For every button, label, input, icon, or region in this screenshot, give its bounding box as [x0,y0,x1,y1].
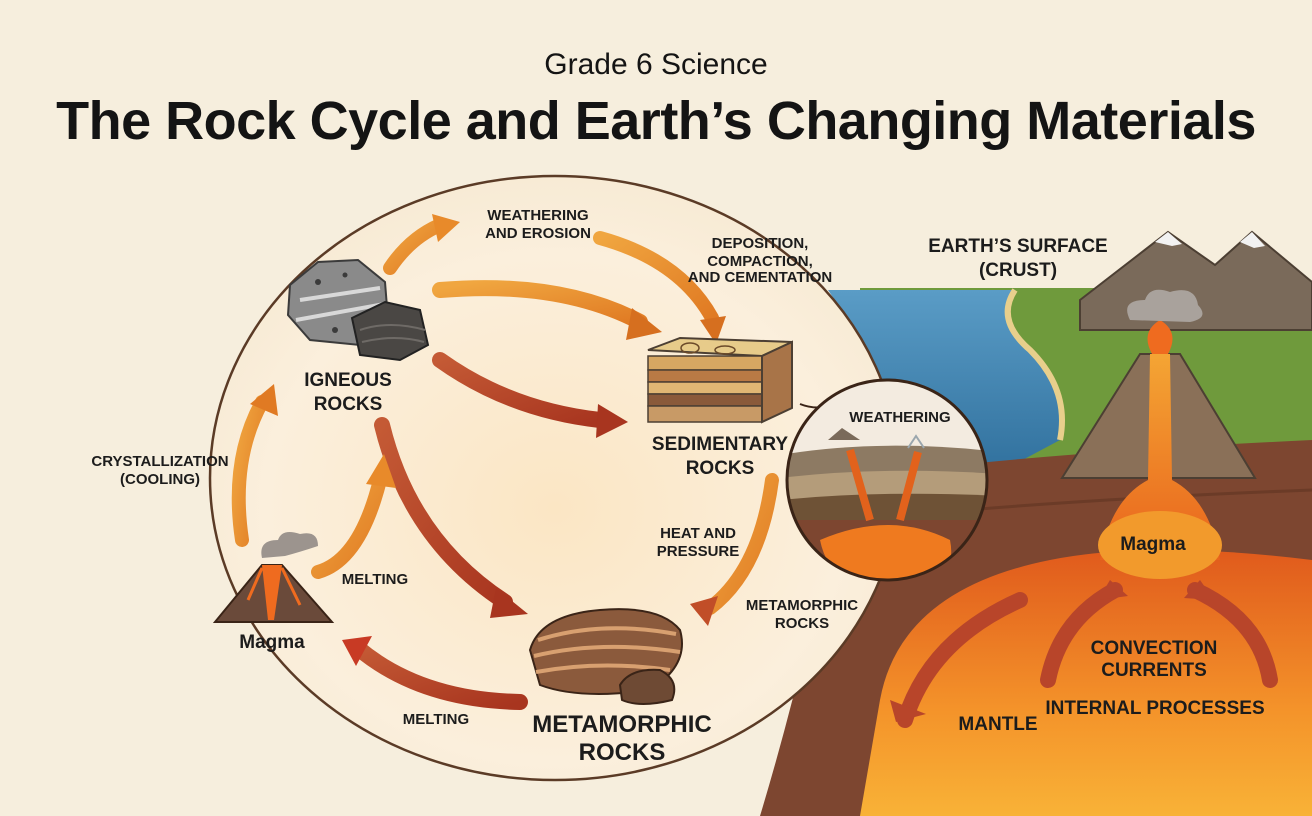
inset-circle [785,378,989,582]
crystallization-label-1: CRYSTALLIZATION [91,453,228,470]
cross-section-magma-label: Magma [1120,534,1186,555]
convection-label-2: CURRENTS [1101,660,1207,681]
convection-arrow-left [897,592,1028,728]
arrow-metamorphic-to-magma [350,640,528,710]
arrow-igneous-to-weathering [383,218,447,275]
inset-weathering-label: WEATHERING [849,409,950,426]
melting-lower-label: MELTING [403,711,469,728]
rock-cycle [208,174,902,782]
subtitle: Grade 6 Science [544,48,768,81]
metamorphic-label-2: ROCKS [579,739,666,766]
weathering-erosion-label-1: WEATHERING [487,207,588,224]
magma-conduit [1100,354,1220,560]
crystallization-label-2: (COOLING) [120,471,200,488]
sedimentary-label-2: ROCKS [686,458,755,479]
heat-pressure-label-2: PRESSURE [657,543,740,560]
arrow-melting-up [311,473,387,579]
mantle [860,550,1312,816]
labels: IGNEOUS ROCKS SEDIMENTARY ROCKS METAMORP… [91,207,1264,766]
melting-upper-label: MELTING [342,571,408,588]
page-title: The Rock Cycle and Earth’s Changing Mate… [56,91,1256,151]
arrow-deposition [593,231,719,325]
beach [1004,288,1065,441]
earth-surface-label-1: EARTH’S SURFACE [928,236,1107,257]
convection-label-1: CONVECTION [1091,638,1218,659]
weathering-erosion-label-2: AND EROSION [485,225,591,242]
arrow-igneous-to-sedimentary-lower [432,352,608,428]
arrow-heat-pressure [703,473,779,615]
snow-caps [1155,232,1265,248]
magma-label: Magma [239,632,305,653]
igneous-label-2: ROCKS [314,394,383,415]
ocean [828,290,1062,480]
ash-cloud [1127,289,1203,322]
inset-metamorphic-label-1: METAMORPHIC [746,597,858,614]
arrow-igneous-to-sedimentary [432,280,648,330]
deposition-label-3: AND CEMENTATION [688,269,832,286]
sedimentary-label-1: SEDIMENTARY [652,434,789,455]
igneous-rock-image [286,258,430,362]
small-volcano-image [212,532,335,623]
earth-surface-label-2: (CRUST) [979,260,1057,281]
metamorphic-label-1: METAMORPHIC [532,711,712,738]
internal-processes-label: INTERNAL PROCESSES [1045,698,1264,719]
arrow-igneous-to-metamorphic [374,417,513,610]
sedimentary-rock-image [647,336,793,424]
deposition-label-2: COMPACTION, [707,253,813,270]
heat-pressure-label-1: HEAT AND [660,525,736,542]
volcano-lava [1147,320,1173,354]
magma-chamber [1098,511,1222,579]
igneous-label-1: IGNEOUS [304,370,392,391]
arrow-crystallization [231,395,269,547]
inset-metamorphic-label-2: ROCKS [775,615,829,632]
deposition-label-1: DEPOSITION, [712,235,809,252]
mantle-label: MANTLE [958,714,1037,735]
metamorphic-rock-image [528,608,683,705]
